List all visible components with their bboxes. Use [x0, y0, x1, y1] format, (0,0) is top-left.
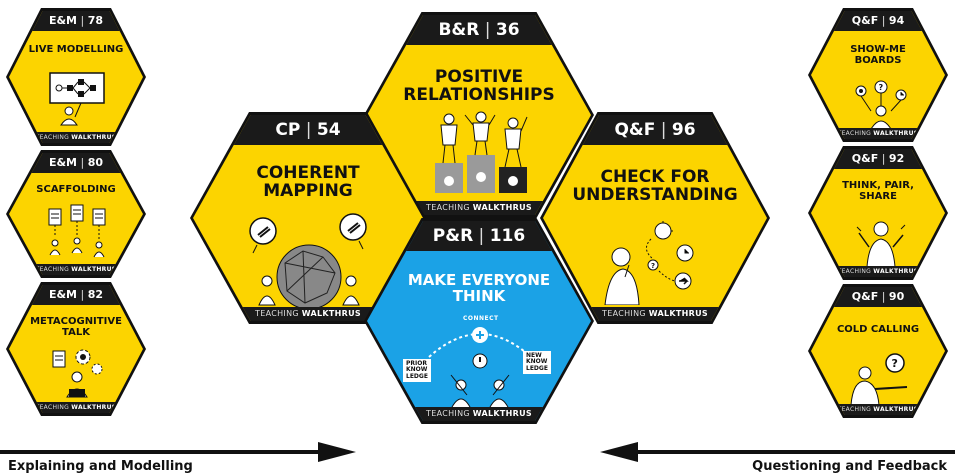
hex-title: CHECK FOR UNDERSTANDING	[572, 167, 738, 205]
hex-title: COHERENT MAPPING	[256, 163, 360, 201]
prior-knowledge-label: PRIOR KNOW LEDGE	[403, 359, 431, 382]
questioning-feedback-label: Questioning and Feedback	[752, 459, 947, 474]
connect-knowledge-icon: CONNECT PRIOR KNOW LEDGE NEW KNOW LEDGE	[401, 313, 559, 409]
whiteboard-flowchart-icon	[49, 72, 105, 126]
hex-think-pair-share: Q&F | 92 THINK, PAIR, SHARE TEACHING WAL…	[808, 146, 948, 280]
hex-live-modelling: E&M | 78 LIVE MODELLING TEACHING WALKTHR…	[6, 8, 146, 146]
pointing-question-icon: ?	[850, 353, 908, 405]
direction-arrows	[0, 442, 955, 462]
strand-code: E&M	[48, 156, 78, 169]
hex-footer: TEACHING WALKTHRUS	[811, 128, 945, 139]
page-number: 94	[888, 14, 905, 27]
strand-code: P&R	[432, 226, 474, 246]
pair-talk-icon	[856, 221, 906, 267]
hex-footer: TEACHING WALKTHRUS	[367, 407, 591, 421]
page-number: 82	[87, 288, 104, 301]
right-arrow	[0, 442, 356, 462]
hex-title: LIVE MODELLING	[28, 44, 124, 55]
strand-code: CP	[275, 120, 301, 140]
new-knowledge-label: NEW KNOW LEDGE	[523, 351, 551, 374]
left-arrow	[600, 442, 955, 462]
page-number: 36	[495, 20, 520, 40]
hex-show-me-boards: Q&F | 94 SHOW-ME BOARDS ? TEACHING WALKT…	[808, 8, 948, 142]
hex-title: THINK, PAIR, SHARE	[842, 180, 914, 202]
hex-header: E&M | 82	[9, 285, 143, 305]
hex-scaffolding: E&M | 80 SCAFFOLDING TEACHING WALKTHRUS	[6, 150, 146, 278]
strand-code: E&M	[48, 14, 78, 27]
hex-header: Q&F | 94	[811, 11, 945, 31]
hex-footer: TEACHING WALKTHRUS	[367, 201, 591, 215]
hex-title: METACOGNITIVE TALK	[30, 316, 122, 338]
hex-header: E&M | 80	[9, 153, 143, 173]
strand-code: Q&F	[614, 120, 656, 140]
strand-code: E&M	[48, 288, 78, 301]
scaffold-steps-icon	[48, 204, 106, 258]
hex-footer: TEACHING WALKTHRUS	[543, 307, 767, 321]
page-number: 78	[87, 14, 104, 27]
hex-metacognitive-talk: E&M | 82 METACOGNITIVE TALK TEACHING WAL…	[6, 282, 146, 416]
hex-title: SHOW-ME BOARDS	[850, 44, 906, 66]
knowledge-sphere-icon	[249, 213, 367, 307]
hex-header: E&M | 78	[9, 11, 143, 31]
strand-code: B&R	[438, 20, 480, 40]
hex-title: COLD CALLING	[836, 324, 920, 335]
hex-title: POSITIVE RELATIONSHIPS	[403, 67, 555, 105]
explaining-modelling-label: Explaining and Modelling	[8, 459, 193, 474]
thinking-gears-icon	[52, 349, 103, 398]
hex-header: Q&F | 92	[811, 149, 945, 169]
page-number: 90	[888, 290, 905, 303]
svg-text:?: ?	[879, 83, 884, 92]
hex-footer: TEACHING WALKTHRUS	[9, 132, 143, 143]
thinker-check-icon: ?	[604, 221, 694, 305]
strand-code: Q&F	[851, 14, 879, 27]
hex-title: MAKE EVERYONE THINK	[407, 271, 551, 305]
strand-code: Q&F	[851, 152, 879, 165]
page-number: 92	[888, 152, 905, 165]
hex-footer: TEACHING WALKTHRUS	[9, 264, 143, 275]
page-number: 116	[489, 226, 526, 246]
hex-footer: TEACHING WALKTHRUS	[9, 402, 143, 413]
hex-footer: TEACHING WALKTHRUS	[811, 266, 945, 277]
hex-header: Q&F | 90	[811, 287, 945, 307]
page-number: 80	[87, 156, 104, 169]
podium-figures-icon	[435, 111, 528, 193]
strand-code: Q&F	[851, 290, 879, 303]
connect-label: CONNECT	[463, 315, 499, 322]
hex-header: B&R | 36	[367, 15, 591, 45]
hex-cold-calling: Q&F | 90 COLD CALLING ? TEACHING WALKTHR…	[808, 284, 948, 418]
hex-footer: TEACHING WALKTHRUS	[811, 404, 945, 415]
svg-text:?: ?	[651, 262, 655, 270]
svg-text:?: ?	[892, 357, 898, 370]
connect-arc	[428, 327, 532, 409]
hex-title: SCAFFOLDING	[36, 184, 116, 195]
show-boards-icon: ?	[855, 80, 907, 129]
page-number: 96	[671, 120, 696, 140]
hex-footer: TEACHING WALKTHRUS	[193, 307, 423, 321]
page-number: 54	[316, 120, 341, 140]
